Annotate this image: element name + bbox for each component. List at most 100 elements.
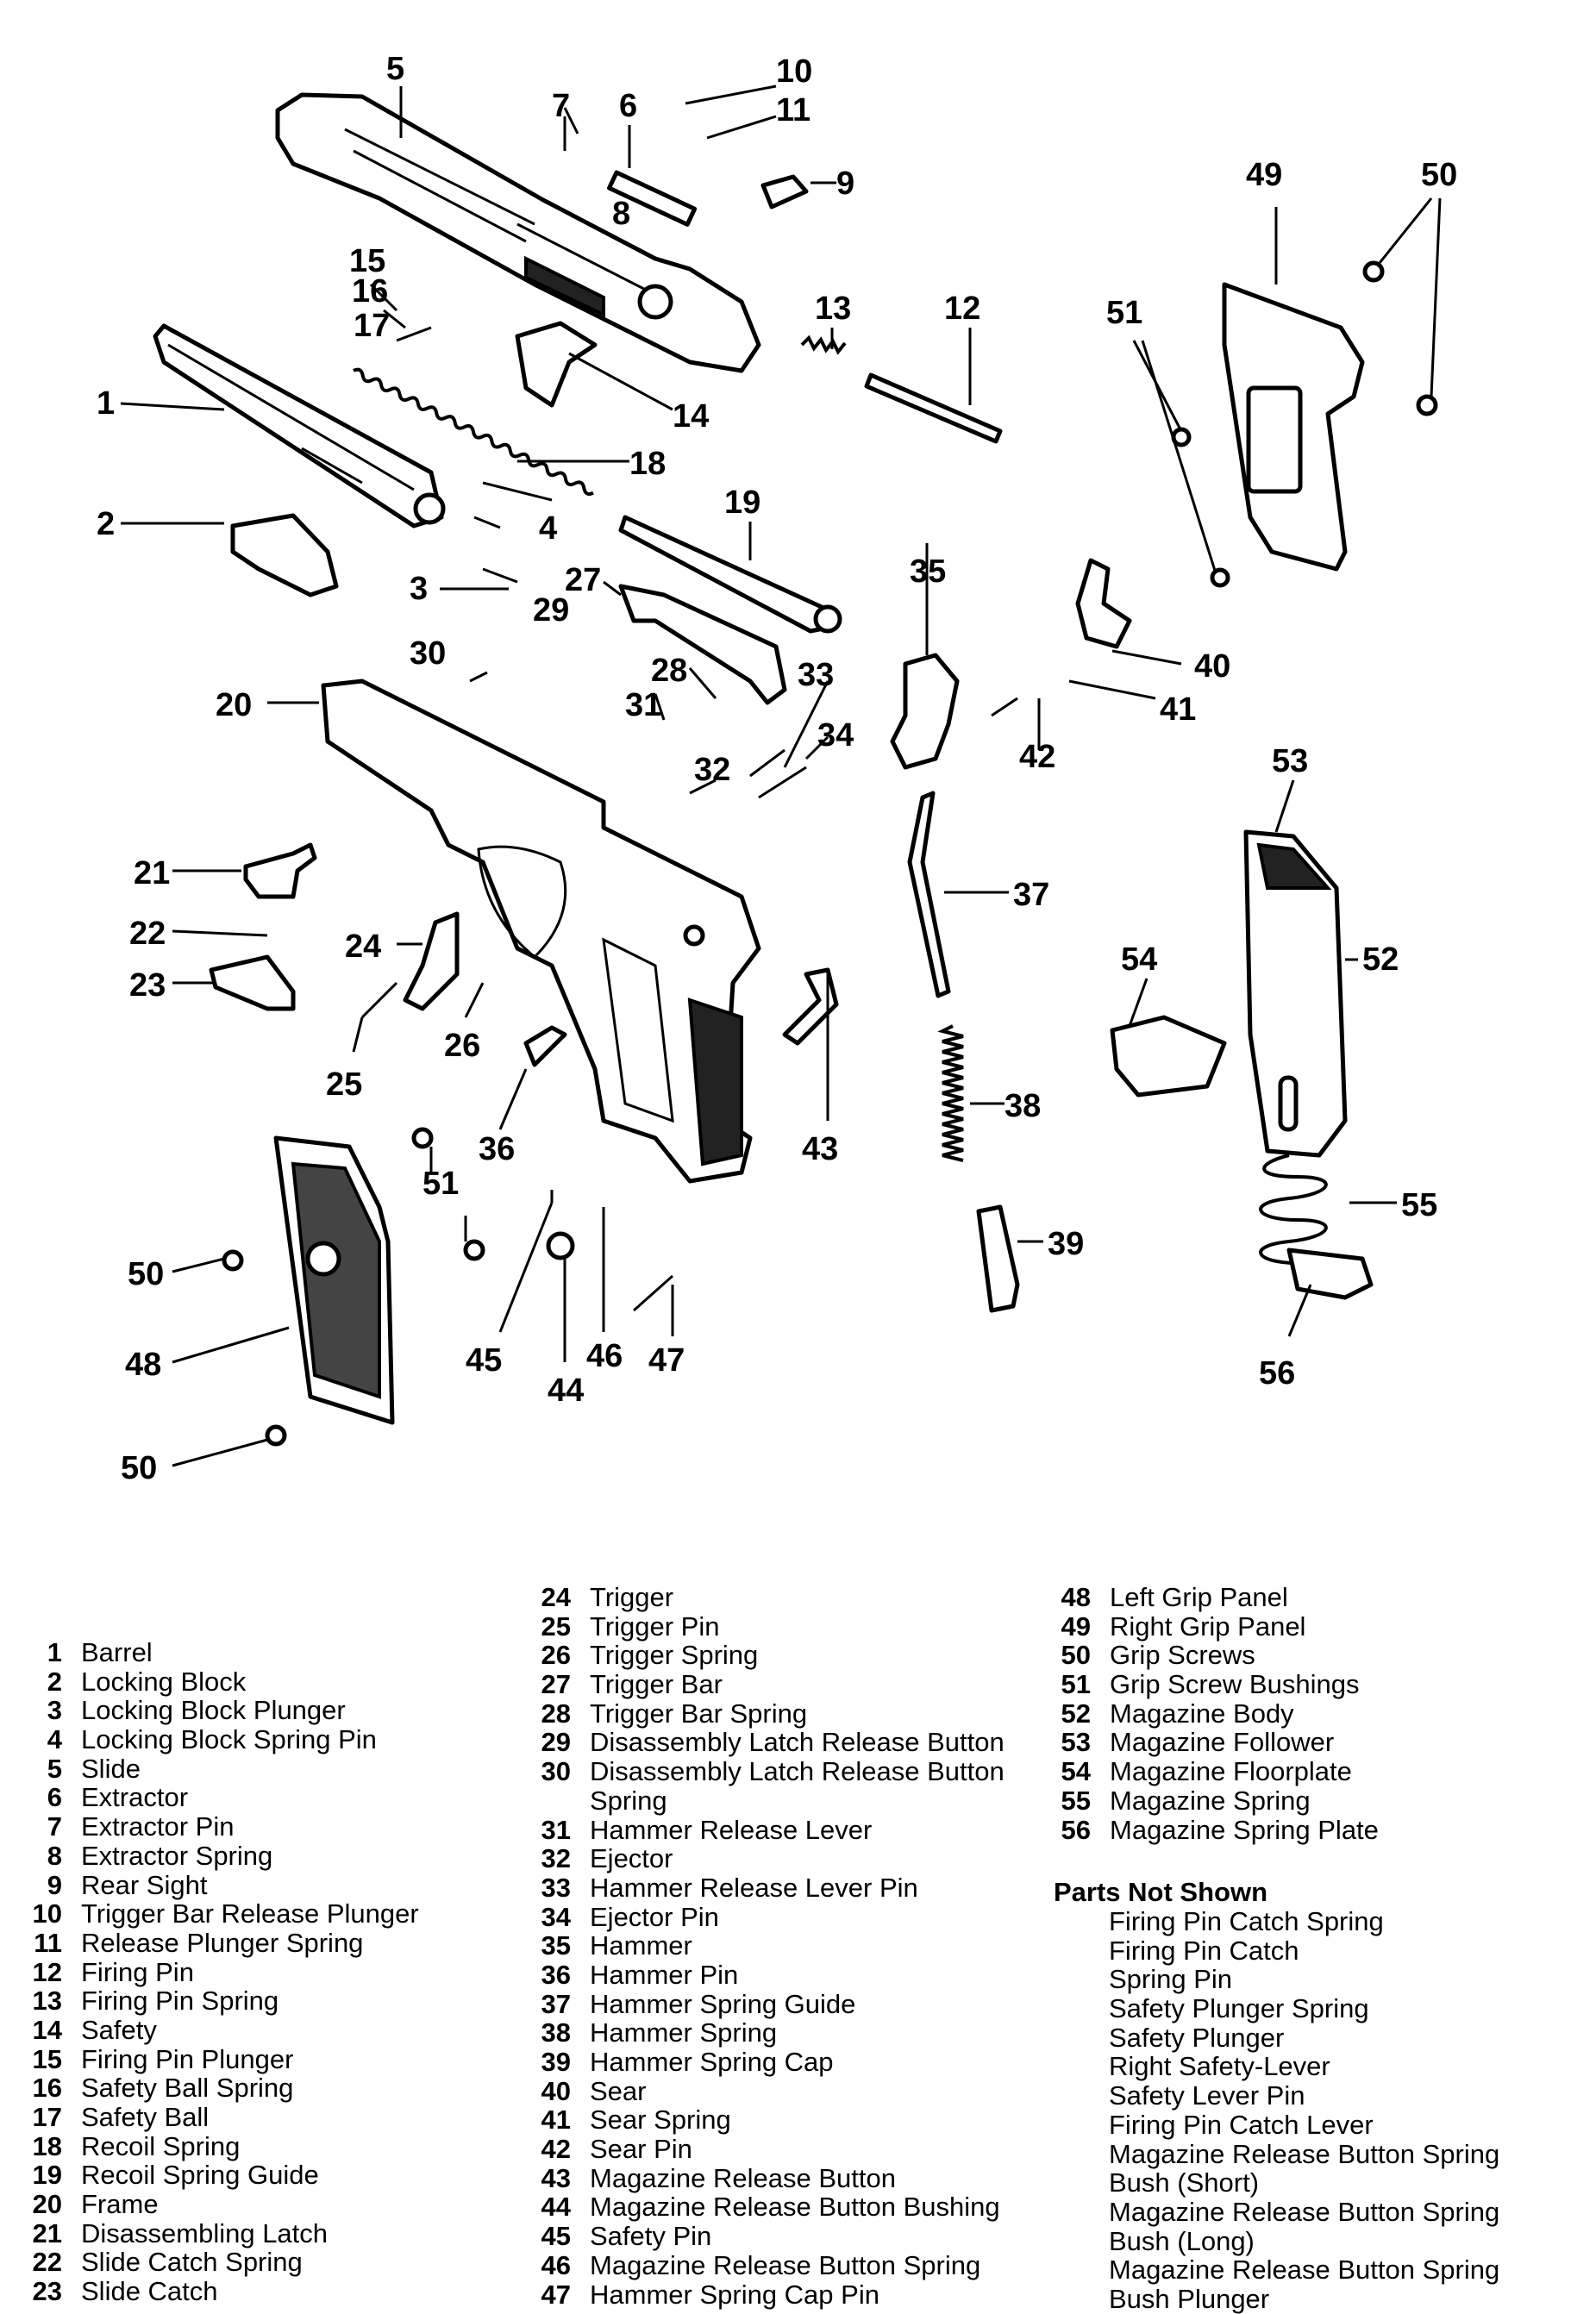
not-shown-item: Firing Pin Catch Lever <box>1109 2109 1374 2140</box>
legend-part-number: 52 <box>1061 1698 1091 1729</box>
legend-part-name: Slide <box>81 1753 141 1784</box>
not-shown-item: Right Safety-Lever <box>1109 2051 1330 2082</box>
legend-part-name: Grip Screws <box>1110 1640 1255 1671</box>
legend-part-name: Trigger Bar Release Plunger <box>81 1898 419 1929</box>
callout-19: 19 <box>724 485 760 521</box>
legend-part-number: 12 <box>32 1956 62 1987</box>
callout-48: 48 <box>125 1347 161 1383</box>
legend-part-number: 19 <box>32 2160 62 2191</box>
callout-50c: 50 <box>121 1450 157 1486</box>
legend-part-name: Barrel <box>81 1637 153 1667</box>
callout-51: 51 <box>1106 295 1142 331</box>
callout-13: 13 <box>815 291 851 327</box>
callout-42: 42 <box>1019 739 1055 775</box>
callout-16: 16 <box>352 273 388 310</box>
callout-34: 34 <box>817 717 854 754</box>
legend-part-name: Sear Pin <box>590 2134 692 2165</box>
rear-sight-part <box>760 174 809 210</box>
legend-part-name: Safety Ball <box>81 2102 210 2132</box>
legend-part-number: 55 <box>1061 1785 1091 1816</box>
callout-38: 38 <box>1005 1088 1041 1124</box>
hammer-spring-cap-part <box>976 1204 1020 1313</box>
callout-28: 28 <box>651 653 687 689</box>
disassembling-latch-part <box>243 842 317 899</box>
hammer-part <box>890 653 960 770</box>
callout-51b: 51 <box>422 1166 459 1202</box>
callout-10: 10 <box>776 53 812 90</box>
legend-part-number: 35 <box>541 1930 571 1961</box>
left-grip-panel-part <box>273 1135 395 1425</box>
legend-part-number: 27 <box>541 1669 571 1700</box>
legend-part-number: 56 <box>1061 1814 1091 1845</box>
callout-4: 4 <box>539 510 557 547</box>
legend-part-number: 4 <box>47 1724 62 1755</box>
legend-part-name: Firing Pin <box>81 1956 194 1987</box>
legend-part-name: Trigger Bar <box>590 1669 723 1700</box>
callout-50: 50 <box>1421 157 1457 193</box>
magazine-floorplate-part <box>1110 1015 1227 1098</box>
legend-part-number: 22 <box>32 2247 62 2278</box>
callout-labels: 1 2 3 4 5 6 7 8 9 10 11 12 13 14 15 16 1… <box>97 51 1457 1486</box>
callout-24: 24 <box>345 929 381 965</box>
legend-part-name: Magazine Follower <box>1110 1727 1335 1758</box>
legend-part-number: 51 <box>1061 1669 1091 1700</box>
legend-part-number: 1 <box>47 1637 62 1667</box>
callout-41: 41 <box>1160 691 1196 728</box>
legend-part-number: 26 <box>541 1640 571 1671</box>
trigger-bar-part <box>618 584 787 705</box>
legend-part-name: Extractor Pin <box>81 1811 235 1842</box>
legend-part-name: Sear Spring <box>590 2104 731 2136</box>
not-shown-item: Bush (Long) <box>1109 2225 1255 2256</box>
callout-32: 32 <box>694 752 730 788</box>
callout-22: 22 <box>129 916 166 952</box>
not-shown-item: Spring Pin <box>1109 1964 1233 1995</box>
callout-7: 7 <box>552 88 570 124</box>
callout-12: 12 <box>944 291 980 327</box>
magazine-body-part <box>1243 829 1348 1158</box>
callout-54: 54 <box>1121 941 1157 978</box>
legend-part-name: Hammer Release Lever Pin <box>590 1872 918 1903</box>
callout-43: 43 <box>802 1131 838 1167</box>
not-shown-item: Safety Plunger Spring <box>1109 1993 1369 2024</box>
callout-55: 55 <box>1401 1187 1437 1223</box>
legend-part-name: Ejector <box>590 1843 673 1874</box>
legend-part-name: Extractor <box>81 1782 189 1813</box>
legend-part-name: Grip Screw Bushings <box>1110 1669 1360 1700</box>
legend-part-number: 41 <box>541 2104 571 2136</box>
legend-part-name: Frame <box>81 2189 159 2220</box>
callout-53: 53 <box>1272 743 1308 779</box>
legend-part-number: 24 <box>541 1582 571 1612</box>
legend-part-number: 8 <box>47 1840 62 1871</box>
legend-part-name: Hammer <box>590 1930 692 1961</box>
callout-45: 45 <box>466 1342 502 1379</box>
not-shown-item: Firing Pin Catch Spring <box>1109 1906 1384 1936</box>
hammer-pin-part <box>523 1025 567 1067</box>
callout-50b: 50 <box>128 1256 164 1292</box>
legend-part-name: Firing Pin Plunger <box>81 2043 294 2074</box>
legend-part-number: 34 <box>541 1901 571 1932</box>
parts-not-shown-heading: Parts Not Shown <box>1054 1877 1268 1907</box>
legend-part-number: 43 <box>541 2162 571 2193</box>
legend-part-name: Disassembly Latch Release Button <box>590 1756 1005 1787</box>
legend-part-name: Magazine Floorplate <box>1110 1756 1352 1787</box>
recoil-spring-part <box>353 367 594 496</box>
sear-part <box>1075 558 1132 649</box>
callout-47: 47 <box>648 1342 685 1379</box>
legend-part-number: 45 <box>541 2221 571 2252</box>
not-shown-item: Magazine Release Button Spring <box>1109 2196 1500 2227</box>
not-shown-item: Safety Plunger <box>1109 2022 1285 2053</box>
legend-part-name: Spring <box>590 1785 667 1816</box>
legend-part-number: 42 <box>541 2134 571 2165</box>
callout-33: 33 <box>798 657 834 693</box>
firing-pin-part <box>864 372 1003 444</box>
legend-part-number: 10 <box>32 1898 62 1929</box>
callout-39: 39 <box>1048 1226 1084 1262</box>
legend-part-number: 17 <box>32 2102 62 2132</box>
right-grip-panel-part <box>1222 282 1365 572</box>
callout-35: 35 <box>910 553 946 590</box>
legend-part-name: Magazine Spring <box>1110 1785 1311 1816</box>
legend-part-name: Hammer Pin <box>590 1959 739 1990</box>
not-shown-item: Firing Pin Catch <box>1109 1935 1299 1966</box>
callout-29: 29 <box>533 592 569 629</box>
callout-37: 37 <box>1013 877 1049 913</box>
